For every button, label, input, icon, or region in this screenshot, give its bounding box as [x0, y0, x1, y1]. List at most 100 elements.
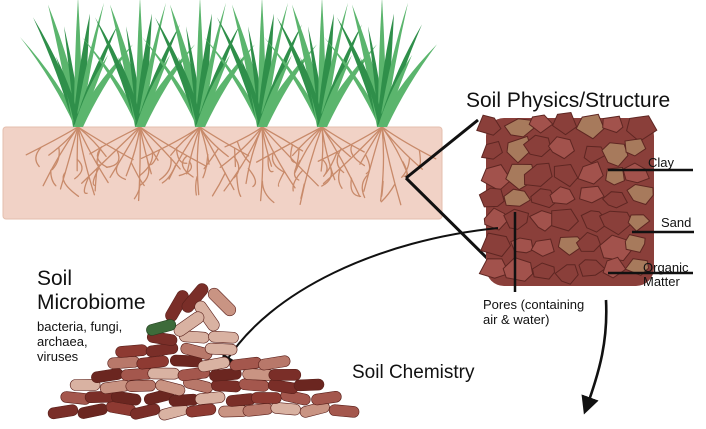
microbe	[69, 379, 101, 391]
clay-particle	[480, 140, 503, 160]
microbe	[328, 404, 360, 418]
pointer-lines	[513, 168, 694, 292]
root-branch	[211, 172, 226, 197]
grass-blade	[197, 2, 226, 127]
clay-particle	[583, 145, 607, 164]
root	[261, 126, 319, 187]
microbe	[299, 401, 330, 418]
root-branch	[94, 167, 98, 192]
root	[317, 126, 383, 162]
grass-tuft	[142, 0, 255, 128]
root	[322, 126, 383, 185]
arrow-to-chemistry	[581, 299, 608, 415]
root-branch	[115, 163, 127, 181]
organic-line-1: Organic	[643, 260, 689, 275]
grass-blade	[195, 13, 212, 128]
root-branch	[236, 173, 242, 198]
clay-particle	[578, 259, 606, 277]
root-branch	[292, 169, 304, 192]
microbiome-desc-line-3: viruses	[37, 349, 79, 364]
root-branch	[181, 155, 194, 178]
clay-particle	[575, 231, 601, 252]
grass-blade	[142, 37, 203, 127]
root	[261, 126, 296, 189]
clay-particle	[601, 191, 629, 209]
grass-blade	[74, 55, 108, 127]
microbe	[110, 390, 142, 406]
root-branch	[233, 147, 237, 168]
clay-particle	[476, 114, 502, 136]
sand-particle	[626, 183, 654, 206]
roots	[25, 126, 437, 206]
root-branch	[300, 183, 305, 199]
root-branch	[50, 169, 57, 187]
microbe	[258, 355, 291, 371]
sand-particle	[627, 214, 651, 232]
microbe	[145, 342, 179, 358]
grass-blade	[257, 13, 274, 128]
grass-blade	[135, 13, 152, 128]
clay-particle	[549, 186, 576, 205]
root-branch	[158, 157, 172, 181]
root	[170, 126, 201, 156]
grass-blade	[318, 55, 352, 127]
root-branch	[105, 150, 120, 168]
pores-label: Pores (containing air & water)	[483, 297, 584, 327]
root	[245, 126, 263, 185]
microbiome-desc-line-2: archaea,	[37, 334, 88, 349]
grass-blade	[324, 37, 385, 127]
grass-blade	[317, 13, 334, 128]
grass-blade	[204, 37, 265, 127]
root-branch	[203, 148, 219, 170]
root-branch	[401, 157, 411, 178]
grass-blade	[319, 2, 348, 127]
root-branch	[96, 148, 102, 166]
root	[196, 126, 201, 196]
clay-particle	[577, 161, 604, 185]
microbe	[147, 367, 181, 380]
microbe	[293, 378, 325, 392]
root-branch	[236, 140, 251, 164]
sand-particle	[601, 142, 629, 167]
clay-particle	[554, 264, 579, 285]
root-branch	[195, 176, 198, 196]
arrow-to-microbiome	[221, 227, 499, 369]
root	[77, 126, 109, 184]
root-branch	[380, 180, 384, 198]
grass-blade	[377, 13, 394, 128]
clay-particle	[530, 238, 555, 257]
clay-particle	[523, 162, 553, 187]
root-branch	[350, 144, 366, 167]
root-branch	[130, 162, 145, 187]
root-branch	[139, 160, 150, 186]
root-branch	[35, 146, 42, 168]
microbe-pile	[47, 283, 360, 421]
sand-particle	[624, 234, 646, 253]
microbe	[125, 379, 157, 392]
root	[137, 126, 141, 202]
root	[381, 126, 424, 170]
microbiome-title-line-2: Microbiome	[37, 291, 146, 314]
grass-blade	[196, 55, 230, 127]
root-branch	[277, 171, 285, 187]
grass-blade	[258, 55, 292, 127]
grass-blade	[379, 2, 408, 127]
root-branch	[271, 152, 286, 174]
root-branch	[321, 158, 328, 177]
root	[109, 126, 141, 178]
microbe	[268, 369, 302, 381]
root	[259, 126, 264, 202]
microbe	[130, 403, 161, 420]
zoom-connector	[404, 118, 499, 270]
clay-particle	[480, 232, 512, 258]
clay-label: Clay	[648, 155, 675, 170]
grass-blade	[20, 37, 81, 127]
root	[261, 126, 273, 167]
root-branch	[364, 153, 371, 175]
clay-particle	[551, 208, 580, 232]
root	[381, 126, 402, 206]
root-branch	[338, 167, 343, 189]
root-branch	[202, 153, 209, 179]
root-branch	[83, 176, 90, 194]
